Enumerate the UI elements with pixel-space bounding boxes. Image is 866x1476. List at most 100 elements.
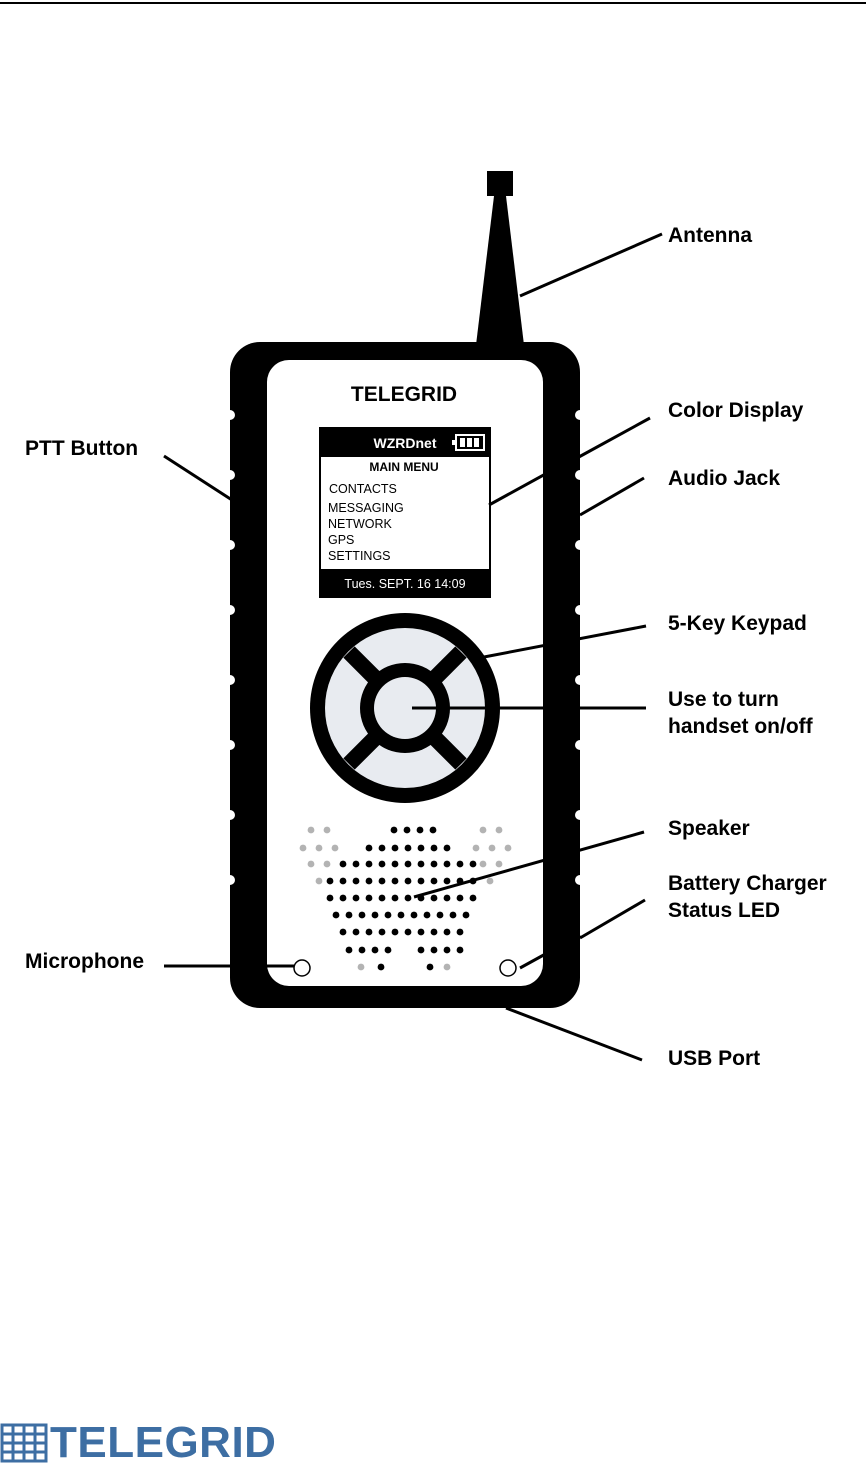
speaker-hole [444, 878, 451, 885]
speaker-hole [327, 878, 334, 885]
speaker-hole [496, 861, 503, 868]
speaker-hole [470, 861, 477, 868]
speaker-hole [353, 895, 360, 902]
speaker-hole [398, 912, 405, 919]
speaker-hole [424, 912, 431, 919]
menu-item-settings[interactable]: SETTINGS [328, 549, 391, 563]
speaker-hole [431, 878, 438, 885]
callout-power-line2: handset on/off [668, 713, 813, 740]
speaker-hole [431, 845, 438, 852]
color-display: WZRDnet MAIN MENU CONTACTS MESSAGING NET… [319, 427, 491, 598]
speaker-hole [340, 861, 347, 868]
speaker-hole [324, 861, 331, 868]
speaker-hole [405, 895, 412, 902]
speaker-hole [346, 947, 353, 954]
speaker-hole [457, 895, 464, 902]
speaker-hole [457, 861, 464, 868]
speaker-hole [463, 912, 470, 919]
speaker-hole [379, 895, 386, 902]
speaker-hole [392, 845, 399, 852]
speaker-hole [450, 912, 457, 919]
antenna [476, 171, 524, 345]
screen-status-bar: Tues. SEPT. 16 14:09 [344, 577, 465, 591]
speaker-hole [308, 861, 315, 868]
speaker-hole [332, 845, 339, 852]
speaker-hole [385, 947, 392, 954]
charger-status-led [500, 960, 516, 976]
speaker-hole [405, 929, 412, 936]
speaker-hole [431, 861, 438, 868]
speaker-hole [431, 895, 438, 902]
speaker-hole [417, 827, 424, 834]
speaker-hole [473, 845, 480, 852]
speaker-hole [405, 845, 412, 852]
microphone-port [294, 960, 310, 976]
speaker-hole [431, 929, 438, 936]
speaker-hole [300, 845, 307, 852]
speaker-hole [324, 827, 331, 834]
speaker-hole [430, 827, 437, 834]
menu-item-network[interactable]: NETWORK [328, 517, 393, 531]
speaker-hole [327, 895, 334, 902]
callout-power-line1: Use to turn [668, 686, 779, 713]
callout-antenna: Antenna [668, 222, 752, 249]
speaker-hole [392, 861, 399, 868]
callout-keypad: 5-Key Keypad [668, 610, 807, 637]
speaker-hole [340, 878, 347, 885]
speaker-hole [385, 912, 392, 919]
speaker-hole [392, 929, 399, 936]
speaker-hole [444, 964, 451, 971]
speaker-hole [457, 947, 464, 954]
speaker-hole [418, 878, 425, 885]
speaker-hole [431, 947, 438, 954]
speaker-hole [404, 827, 411, 834]
speaker-hole [444, 845, 451, 852]
speaker-hole [359, 947, 366, 954]
menu-item-gps[interactable]: GPS [328, 533, 354, 547]
speaker-hole [366, 929, 373, 936]
speaker-hole [487, 878, 494, 885]
speaker-hole [418, 861, 425, 868]
menu-item-contacts[interactable]: CONTACTS [329, 482, 397, 496]
callout-color-display: Color Display [668, 397, 803, 424]
speaker-hole [366, 895, 373, 902]
speaker-hole [372, 912, 379, 919]
speaker-hole [470, 895, 477, 902]
speaker-hole [411, 912, 418, 919]
speaker-hole [427, 964, 434, 971]
speaker-hole [418, 929, 425, 936]
speaker-hole [405, 878, 412, 885]
speaker-hole [353, 861, 360, 868]
speaker-hole [353, 929, 360, 936]
speaker-hole [353, 878, 360, 885]
callout-usb-port: USB Port [668, 1045, 760, 1072]
callout-microphone: Microphone [25, 948, 144, 975]
speaker-hole [505, 845, 512, 852]
speaker-hole [316, 878, 323, 885]
grid-logo-icon [0, 1421, 48, 1465]
speaker-hole [444, 895, 451, 902]
screen-network-name: WZRDnet [374, 435, 437, 451]
speaker-hole [418, 947, 425, 954]
device-brand: TELEGRID [351, 383, 457, 406]
speaker-hole [480, 827, 487, 834]
speaker-hole [372, 947, 379, 954]
menu-item-messaging[interactable]: MESSAGING [328, 501, 404, 515]
speaker-hole [333, 912, 340, 919]
callout-charger-line2: Status LED [668, 897, 780, 924]
callout-audio-jack: Audio Jack [668, 465, 780, 492]
footer-logo: TELEGRID [0, 1418, 276, 1468]
speaker-hole [437, 912, 444, 919]
speaker-hole [444, 929, 451, 936]
speaker-hole [359, 912, 366, 919]
screen-menu-title: MAIN MENU [369, 460, 438, 474]
speaker-hole [378, 964, 385, 971]
callout-speaker: Speaker [668, 815, 750, 842]
speaker-hole [366, 861, 373, 868]
speaker-hole [392, 878, 399, 885]
speaker-hole [340, 895, 347, 902]
speaker-hole [366, 878, 373, 885]
speaker-hole [346, 912, 353, 919]
footer-logo-text: TELEGRID [50, 1418, 276, 1468]
speaker-hole [366, 845, 373, 852]
